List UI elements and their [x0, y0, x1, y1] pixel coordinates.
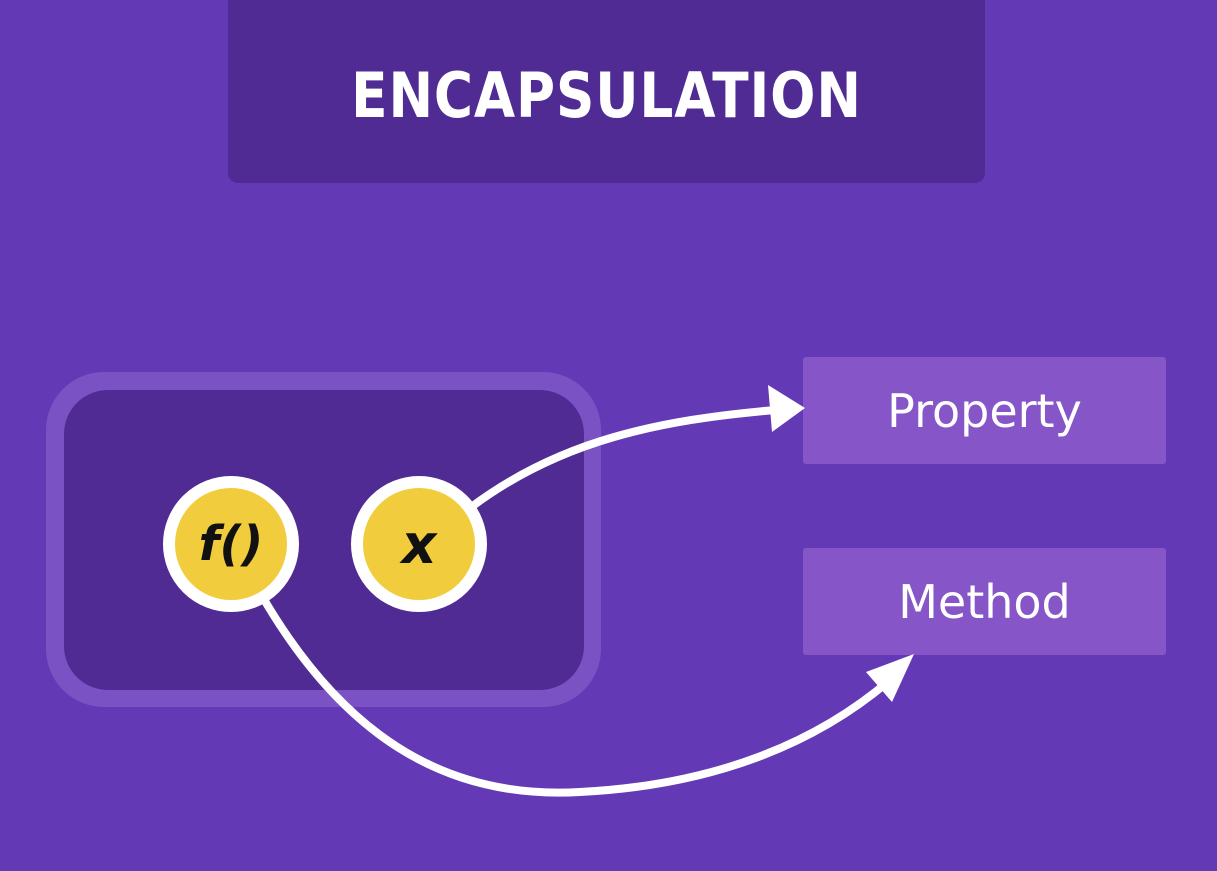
- method-symbol: f(): [198, 516, 264, 572]
- page-title: ENCAPSULATION: [351, 59, 862, 132]
- property-label: Property: [887, 383, 1082, 438]
- method-member-circle: f(): [163, 476, 299, 612]
- property-member-circle: x: [351, 476, 487, 612]
- title-banner: [228, 0, 985, 183]
- method-label: Method: [898, 574, 1071, 629]
- property-symbol: x: [401, 512, 437, 576]
- property-arrow-head: [768, 385, 805, 432]
- object-container: [64, 390, 584, 690]
- property-label-box: Property: [803, 357, 1166, 464]
- method-label-box: Method: [803, 548, 1166, 655]
- method-arrow-line: [258, 592, 894, 797]
- method-arrow-head: [866, 654, 914, 702]
- property-arrow-line: [466, 406, 779, 512]
